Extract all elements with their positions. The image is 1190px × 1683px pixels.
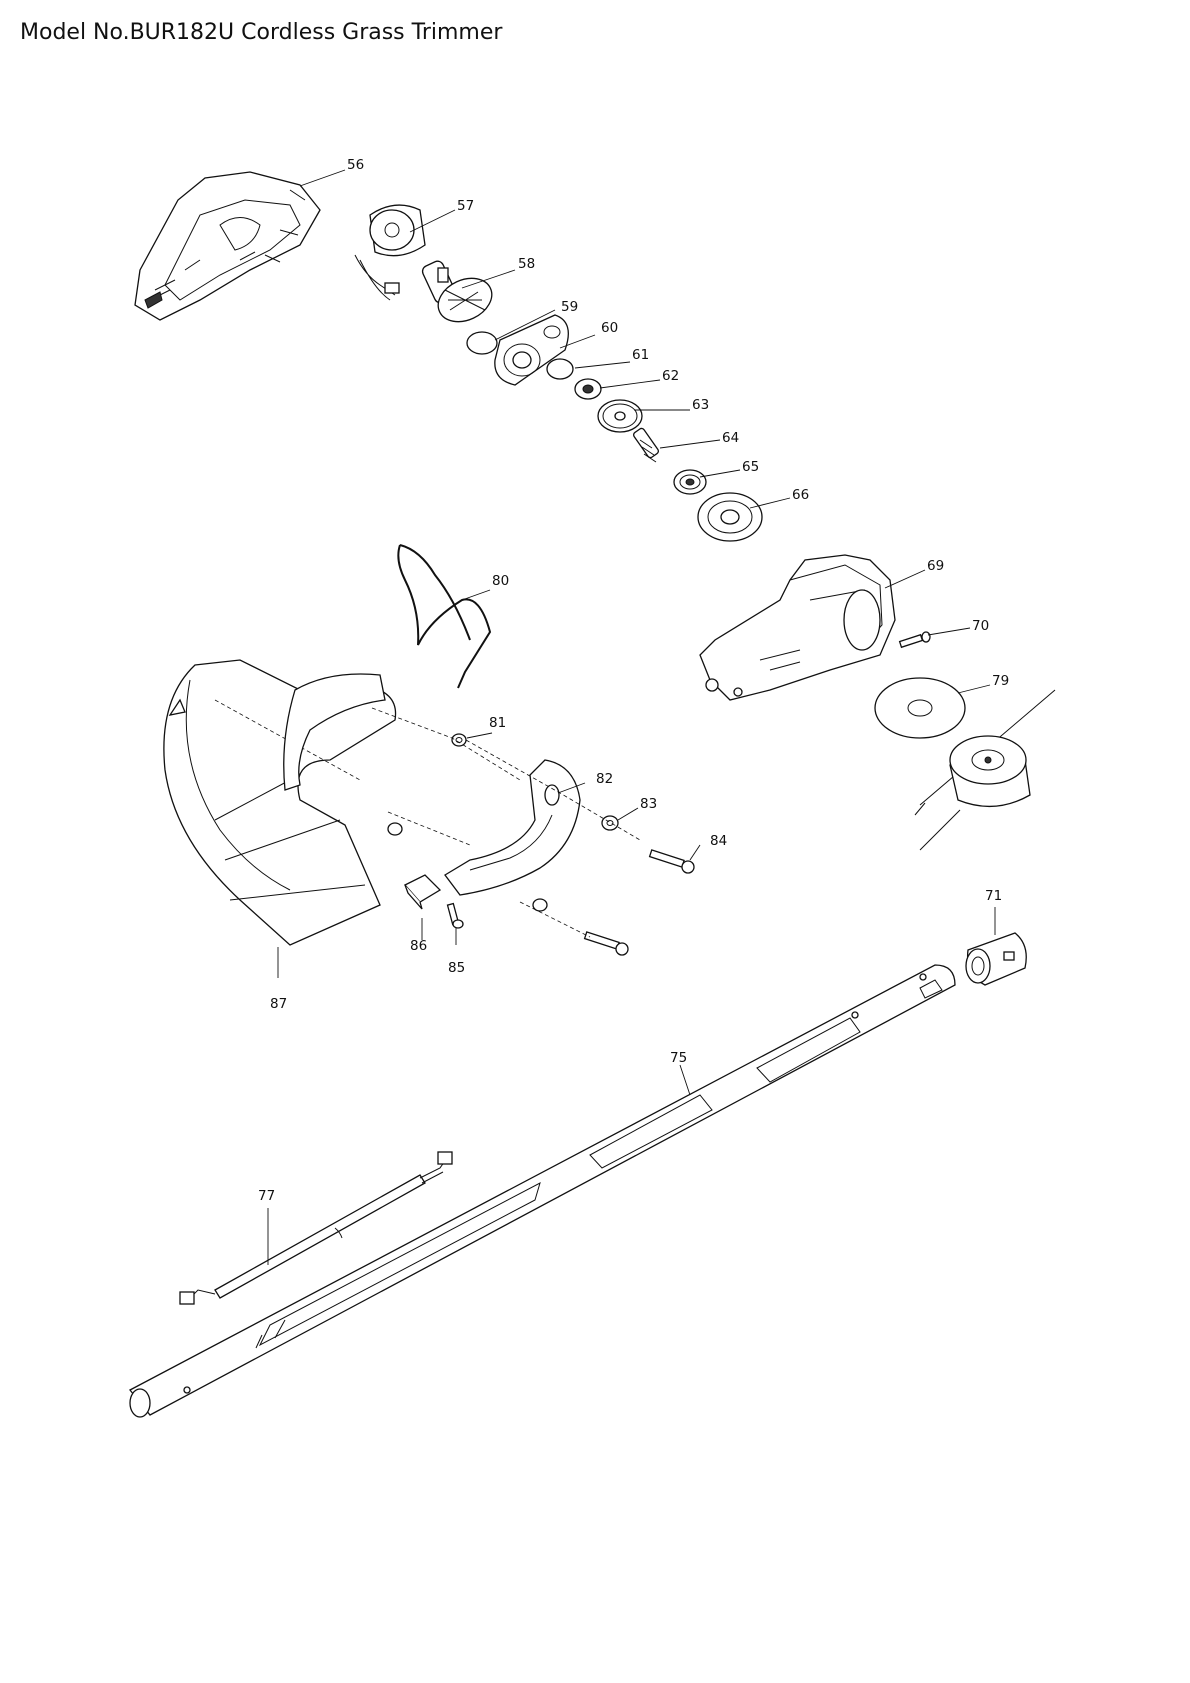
part-64-spindle — [633, 427, 659, 463]
label-75: 75 — [670, 1050, 687, 1066]
part-65-bearing — [673, 469, 707, 495]
label-62: 62 — [662, 368, 679, 384]
part-66-retainer — [697, 492, 763, 542]
label-84: 84 — [710, 833, 727, 849]
label-66: 66 — [792, 487, 809, 503]
part-71-clamp — [965, 932, 1027, 986]
label-58: 58 — [518, 256, 535, 272]
label-87: 87 — [270, 996, 287, 1012]
part-58-armature — [421, 260, 493, 323]
part-87-guard — [163, 659, 397, 946]
part-60-bearing-box — [494, 314, 569, 386]
label-80: 80 — [492, 573, 509, 589]
part-77-lead-wire — [179, 1151, 453, 1305]
leader-lines — [267, 169, 996, 1265]
label-57: 57 — [457, 198, 474, 214]
part-56-housing — [134, 171, 321, 321]
part-82-guard-bracket — [444, 759, 581, 896]
label-61: 61 — [632, 347, 649, 363]
part-59-o-ring — [466, 331, 498, 355]
trimmer-head — [914, 689, 1056, 851]
label-82: 82 — [596, 771, 613, 787]
part-62-bearing — [574, 378, 602, 400]
part-63-gear — [597, 399, 643, 433]
label-64: 64 — [722, 430, 739, 446]
part-61-o-ring — [546, 358, 574, 380]
label-85: 85 — [448, 960, 465, 976]
part-70-screw — [898, 631, 931, 649]
label-63: 63 — [692, 397, 709, 413]
label-83: 83 — [640, 796, 657, 812]
label-70: 70 — [972, 618, 989, 634]
label-81: 81 — [489, 715, 506, 731]
part-84-bolt — [648, 849, 695, 874]
page-title: Model No.BUR182U Cordless Grass Trimmer — [20, 20, 503, 45]
label-77: 77 — [258, 1188, 275, 1204]
assembly-line — [371, 707, 641, 938]
label-86: 86 — [410, 938, 427, 954]
part-69-gear-housing — [699, 554, 896, 701]
part-85-screw — [446, 902, 464, 929]
part-83-washer — [601, 815, 619, 831]
part-86-blade — [403, 874, 442, 910]
label-60: 60 — [601, 320, 618, 336]
label-71: 71 — [985, 888, 1002, 904]
extra-bolt — [583, 931, 629, 956]
label-65: 65 — [742, 459, 759, 475]
label-79: 79 — [992, 673, 1009, 689]
part-75-shaft — [129, 964, 956, 1418]
label-56: 56 — [347, 157, 364, 173]
part-79-washer-plate — [874, 677, 966, 739]
part-80-loop-wire — [397, 544, 492, 689]
part-57-stator — [354, 204, 426, 301]
label-59: 59 — [561, 299, 578, 315]
extra-nut — [387, 822, 403, 836]
label-69: 69 — [927, 558, 944, 574]
part-81-nut — [451, 733, 467, 747]
extra-washer — [532, 898, 548, 912]
